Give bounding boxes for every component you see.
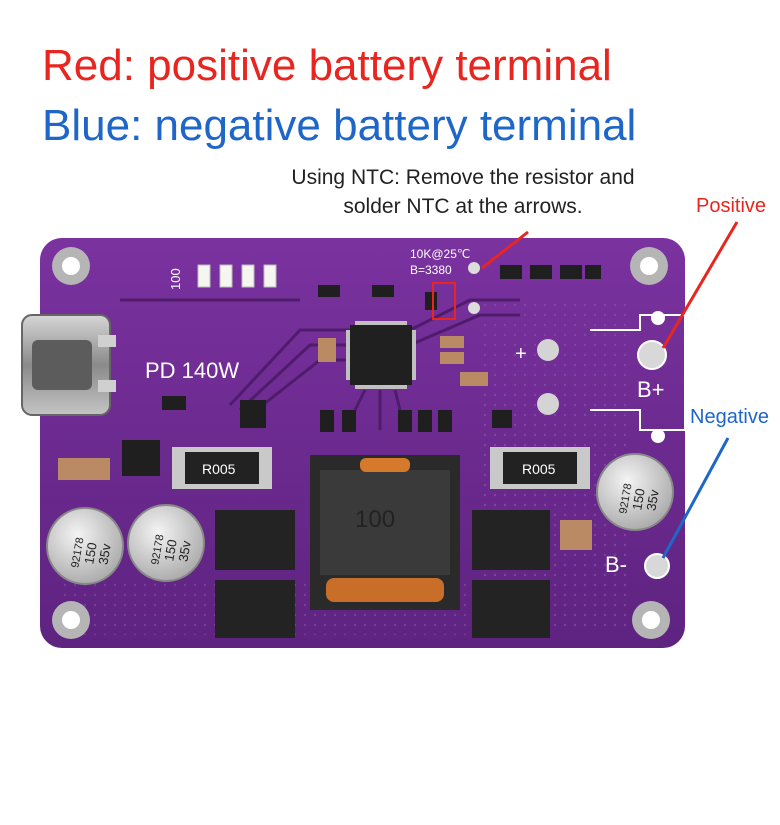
electrolytic-cap-2	[127, 504, 205, 582]
plus-silkscreen: +	[515, 343, 527, 365]
ntc-instruction-line1: Using NTC: Remove the resistor and	[291, 166, 635, 189]
svg-text:35v: 35v	[95, 542, 113, 566]
svg-text:92178: 92178	[149, 534, 166, 566]
inductor-marking: 100	[355, 506, 395, 533]
heading-negative-terminal: Blue: negative battery terminal	[42, 101, 637, 150]
b-plus-silkscreen: B+	[637, 377, 665, 402]
cap-1-marking: 92178 150 35v	[69, 537, 114, 569]
b-minus-silkscreen: B-	[605, 552, 627, 577]
ntc-instruction: Using NTC: Remove the resistor and solde…	[262, 163, 664, 221]
svg-text:92178: 92178	[617, 483, 634, 515]
usb-c-port	[21, 314, 116, 416]
cap-3-marking: 92178 150 35v	[617, 483, 662, 515]
sense-resistor-right	[490, 447, 590, 489]
svg-text:35v: 35v	[643, 488, 661, 512]
negative-callout-label: Negative	[690, 406, 769, 428]
mounting-holes	[52, 247, 670, 639]
ntc-resistor-highlight	[432, 282, 456, 320]
positive-pointer-arrow	[661, 221, 739, 349]
ntc-solder-pad	[468, 302, 480, 314]
negative-pointer-arrow	[661, 437, 730, 559]
smd-components	[122, 265, 601, 476]
heading-positive-terminal: Red: positive battery terminal	[42, 41, 612, 90]
cap-2-marking: 92178 150 35v	[149, 534, 194, 566]
svg-text:35v: 35v	[175, 539, 193, 563]
battery-terminal-area	[537, 311, 686, 579]
ceramic-capacitors	[58, 336, 592, 550]
electrolytic-cap-3	[596, 453, 674, 531]
indicator-leds	[197, 264, 277, 288]
power-inductor	[310, 455, 460, 610]
svg-text:150: 150	[629, 487, 648, 511]
sense-resistor-left-marking: R005	[202, 461, 236, 477]
svg-text:150: 150	[81, 541, 100, 565]
controller-ic	[346, 321, 416, 389]
ntc-solder-pad	[468, 262, 480, 274]
sense-resistor-right-marking: R005	[522, 461, 556, 477]
positive-callout-label: Positive	[696, 195, 767, 217]
svg-text:150: 150	[161, 538, 180, 562]
led-silkscreen: 100	[168, 268, 183, 290]
ntc-spec-silkscreen: B=3380	[410, 263, 452, 277]
electrolytic-cap-1	[46, 507, 124, 585]
ntc-instruction-line2: solder NTC at the arrows.	[343, 195, 583, 218]
ntc-pointer-arrow	[481, 230, 529, 270]
svg-text:92178: 92178	[69, 537, 86, 569]
power-rating-silkscreen: PD 140W	[145, 358, 239, 383]
mosfets	[215, 510, 550, 638]
ntc-spec-silkscreen: 10K@25℃	[410, 247, 470, 261]
sense-resistor-left	[172, 447, 272, 489]
